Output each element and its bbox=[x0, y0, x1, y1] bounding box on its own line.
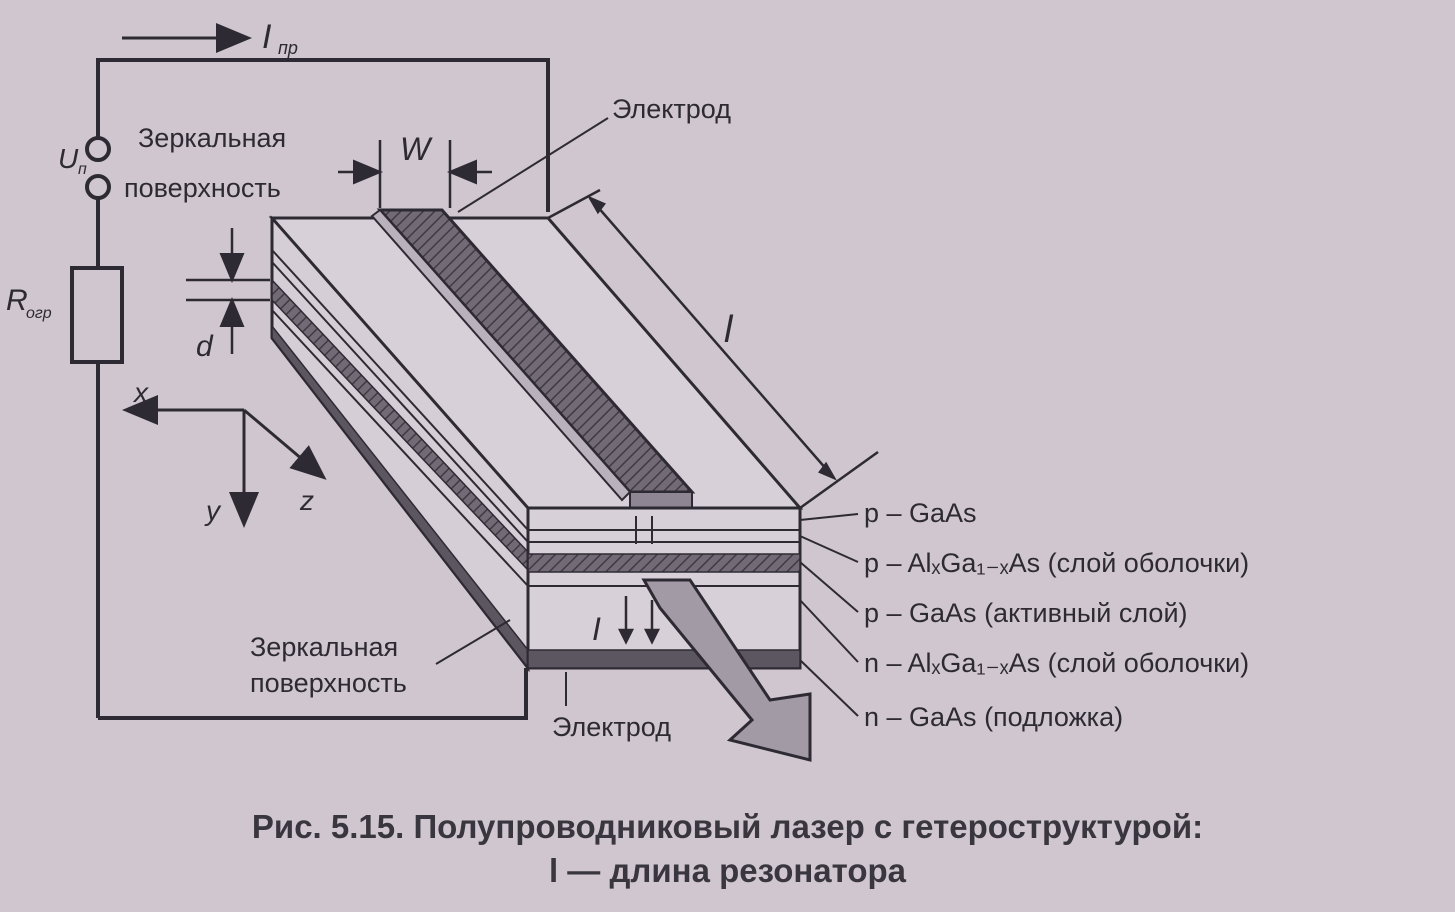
coordinate-axes bbox=[122, 395, 327, 528]
output-current-label: I bbox=[592, 611, 601, 647]
resistor bbox=[70, 266, 124, 364]
layer-label-n-gaas-substrate: n – GaAs (подложка) bbox=[864, 702, 1123, 732]
output-beam bbox=[641, 578, 812, 762]
laser-side-face bbox=[270, 215, 530, 673]
layer-label-n-algaas: n – AlₓGa₁₋ₓAs (слой оболочки) bbox=[864, 648, 1249, 678]
mirror-surface-bottom-label-2: поверхность bbox=[250, 668, 407, 698]
mirror-surface-top-label-1: Зеркальная bbox=[138, 123, 286, 153]
electrode-bottom-label: Электрод bbox=[552, 712, 671, 742]
thickness-label: d bbox=[196, 330, 214, 363]
layer-label-p-algaas: p – AlₓGa₁₋ₓAs (слой оболочки) bbox=[864, 548, 1249, 578]
mirror-surface-top-label-2: поверхность bbox=[124, 173, 281, 203]
figure-caption-line-1: Рис. 5.15. Полупроводниковый лазер с гет… bbox=[251, 808, 1204, 845]
axis-y-label: y bbox=[204, 495, 222, 526]
voltage-terminal-bottom bbox=[85, 174, 111, 200]
width-label: W bbox=[400, 131, 433, 167]
current-subscript: пр bbox=[278, 38, 298, 58]
circuit-wire bbox=[96, 58, 550, 720]
mirror-surface-bottom-label-1: Зеркальная bbox=[250, 632, 398, 662]
axis-z-label: z bbox=[299, 485, 314, 516]
width-dimension bbox=[338, 140, 492, 208]
voltage-label: U bbox=[58, 143, 79, 174]
layer-label-p-gaas: p – GaAs bbox=[864, 498, 977, 528]
electrode-top-leader bbox=[457, 117, 609, 213]
thickness-dimension bbox=[186, 228, 270, 354]
layer-leaders bbox=[799, 513, 859, 717]
resistor-label: R bbox=[6, 284, 28, 317]
axis-x-label: x bbox=[132, 377, 149, 408]
current-label: I bbox=[262, 18, 272, 56]
mirror-bottom-leader bbox=[435, 619, 511, 665]
current-arrows-small bbox=[617, 596, 661, 645]
voltage-terminal-top bbox=[85, 136, 111, 162]
length-label: l bbox=[724, 309, 734, 351]
top-electrode bbox=[370, 208, 696, 509]
figure-caption-line-2: l — длина резонатора bbox=[548, 852, 907, 889]
layer-label-p-gaas-active: p – GaAs (активный слой) bbox=[864, 598, 1188, 628]
voltage-subscript: п bbox=[78, 161, 87, 178]
length-dimension bbox=[547, 188, 879, 510]
electrode-top-label: Электрод bbox=[612, 94, 731, 124]
resistor-subscript: огр bbox=[26, 305, 52, 322]
